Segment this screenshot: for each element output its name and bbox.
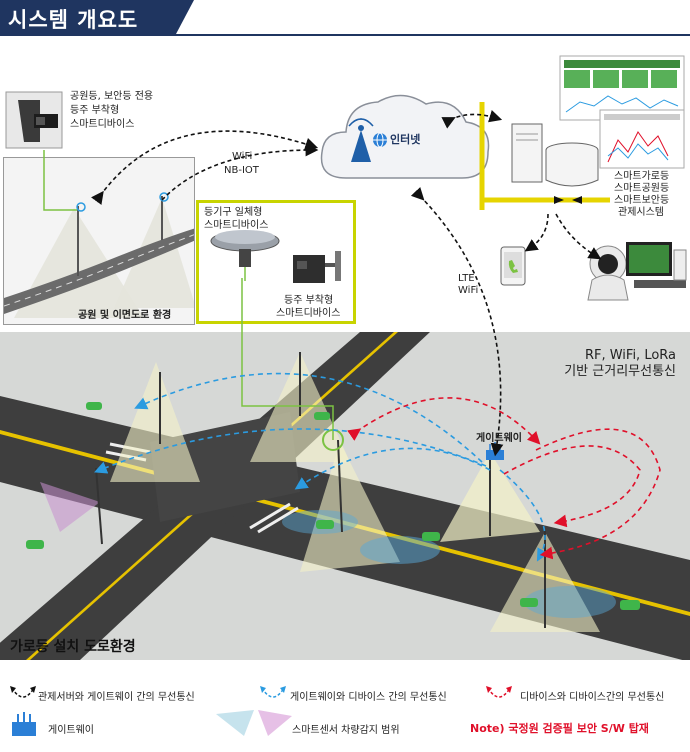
control-label-1: 스마트가로등 (614, 171, 670, 182)
integrated-lamp-device (210, 230, 280, 281)
integrated-device-label-2: 스마트디바이스 (204, 220, 269, 231)
legend-black-arrow-label: 관제서버와 게이트웨이 간의 무선통신 (38, 692, 195, 703)
integrated-device-label-1: 등기구 일체형 (204, 207, 263, 218)
intersection-illustration (0, 332, 690, 660)
legend-sensor-range-icon (216, 710, 292, 736)
title-bar: 시스템 개요도 (0, 0, 194, 34)
road-environment-panel (0, 332, 690, 660)
legend-black-arrow-icon (10, 686, 36, 698)
rf-caption-line2: 기반 근거리무선통신 (564, 364, 676, 379)
legend-gateway-label: 게이트웨이 (48, 725, 94, 736)
operator-workstation (587, 242, 687, 301)
smartphone-icon (500, 246, 526, 286)
control-label-3: 스마트보안등 (614, 195, 670, 206)
antenna-tower-icon (348, 118, 374, 162)
legend-blue-arrow-label: 게이트웨이와 디바이스 간의 무선통신 (290, 692, 447, 703)
road-environment-caption: 가로등 설치 도로환경 (10, 639, 136, 655)
park-environment-caption: 공원 및 이면도로 환경 (78, 310, 172, 321)
page-title: 시스템 개요도 (8, 8, 139, 32)
wifi-label: WiFi (232, 151, 253, 162)
pole-device-label-2: 스마트디바이스 (276, 308, 341, 319)
dashboard-screens (559, 55, 685, 169)
rf-caption: RF, WiFi, LoRa 기반 근거리무선통신 (564, 348, 676, 380)
pole-mounted-device (293, 251, 341, 283)
nbiot-label: NB-IOT (224, 165, 259, 176)
park-road-illustration (4, 192, 194, 318)
park-device-label-1: 공원등, 보안등 전용 (70, 91, 154, 102)
internet-globe-icon (373, 132, 387, 148)
title-rule (0, 34, 690, 36)
park-device-label-2: 등주 부착형 (70, 105, 120, 116)
control-server-illustration (479, 102, 610, 210)
gateway-label: 게이트웨이 (476, 433, 522, 444)
legend-sensor-range-label: 스마트센서 차량감지 범위 (292, 725, 400, 736)
legend-red-arrow-icon (486, 686, 512, 698)
control-label-2: 스마트공원등 (614, 183, 670, 194)
internet-label: 인터넷 (390, 133, 421, 146)
park-device-image (5, 91, 63, 149)
legend-blue-arrow-icon (260, 686, 286, 698)
rf-caption-line1: RF, WiFi, LoRa (584, 348, 676, 363)
legend-gateway-icon (12, 712, 36, 736)
security-note: Note) 국정원 검증필 보안 S/W 탑재 (470, 722, 649, 735)
park-environment-panel (3, 157, 195, 325)
wifi2-label: WiFi (458, 285, 479, 296)
legend-red-arrow-label: 디바이스와 디바이스간의 무선통신 (520, 692, 665, 703)
park-device-connector (43, 150, 77, 211)
pole-device-label-1: 등주 부착형 (284, 295, 334, 306)
park-device-label-3: 스마트디바이스 (70, 119, 135, 130)
control-label-4: 관제시스템 (618, 207, 664, 218)
